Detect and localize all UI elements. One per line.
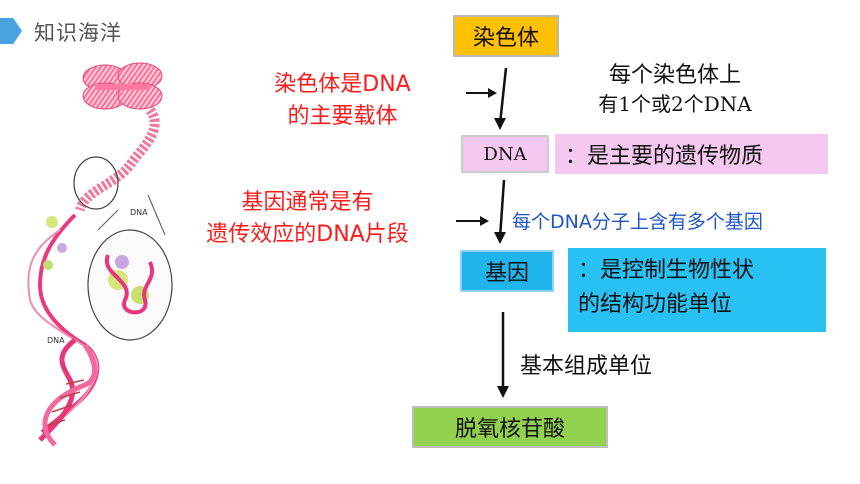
histone-coils [104,254,154,315]
gene-definition-line1: 基因通常是有 [241,190,374,215]
dna-box: DNA [461,135,549,173]
nucleosome [43,260,53,270]
illustration-label: DNA [47,336,65,345]
flow-arrows [494,67,509,398]
gene-definition-label: 基因通常是有 遗传效应的DNA片段 [170,187,445,251]
gene-description-line2: 的结构功能单位 [578,292,733,317]
chromosome-box: 染色体 [453,15,559,57]
nucleotide-box: 脱氧核苷酸 [412,406,608,448]
chromatin-fiber [75,107,160,212]
chromosome-dna-note: 每个染色体上 有1个或2个DNA [560,62,790,118]
gene-description: ：是控制生物性状 的结构功能单位 [568,248,826,332]
illustration-label: DNA [130,208,148,217]
gene-box: 基因 [460,250,554,292]
nucleosome [46,216,58,228]
header-tab-icon [0,18,22,44]
chromosome-carrier-line1: 染色体是DNA [274,72,411,97]
zoom-circle-2 [87,229,173,341]
chromosome-carrier-label: 染色体是DNA 的主要载体 [240,69,445,133]
gene-nucleotide-note: 基本组成单位 [520,354,653,379]
header-title: 知识海洋 [34,21,122,45]
dna-strand-2 [27,229,99,421]
condensed-chromosome [82,62,163,110]
gene-description-line1: ：是控制生物性状 [578,258,755,283]
dna-gene-note: 每个DNA分子上含有多个基因 [512,211,763,233]
chromosome-dna-note-line1: 每个染色体上 [608,63,741,88]
zoom-line [147,194,166,236]
nucleosome [57,243,67,253]
zoom-circle-1 [73,156,119,210]
double-helix [38,338,97,447]
chromosome-carrier-line2: 的主要载体 [287,104,398,129]
side-arrows [456,88,497,226]
gene-definition-line2: 遗传效应的DNA片段 [206,222,409,247]
zoom-line [97,209,119,231]
dna-description: ：是主要的遗传物质 [555,134,828,174]
chromosome-dna-note-line2: 有1个或2个DNA [598,92,752,116]
